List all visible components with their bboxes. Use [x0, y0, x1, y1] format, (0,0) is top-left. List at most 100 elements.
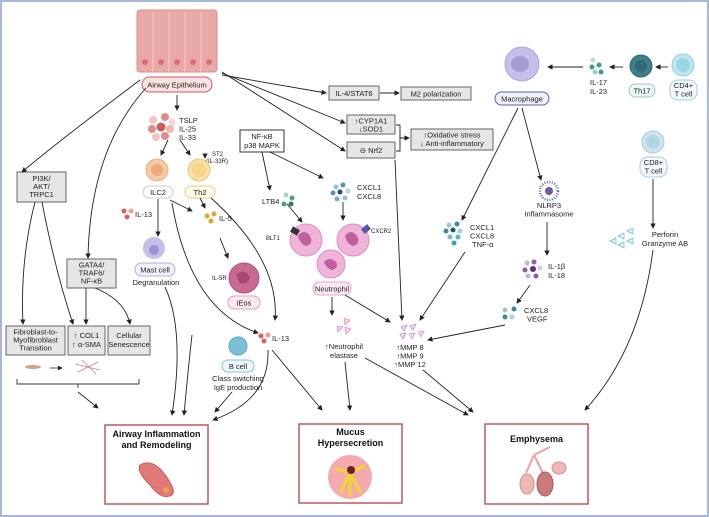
cyp-line-2: ↓SOD1 [359, 125, 383, 134]
cyp-box [346, 114, 396, 135]
cxcl-b-line-3: TNF-α [472, 240, 494, 249]
gata4-line-2: TRAF6/ [79, 269, 106, 278]
outcome-emphysema-label: Emphysema [510, 434, 564, 444]
senescence-line-1: Cellular [116, 331, 142, 340]
alveoli-icon [519, 446, 567, 497]
oxidative-line-2: ↓ Anti-inflammatory [420, 139, 484, 148]
pi3k-line-3: TRPC1 [29, 190, 54, 199]
blt1-label: BLT1 [266, 236, 281, 242]
col1-box [67, 325, 106, 356]
airway-tube-icon [138, 462, 174, 498]
col1-line-2: ↑ α-SMA [72, 340, 101, 349]
il5-label: IL-5 [219, 214, 232, 223]
ltb4-label: LTB4 [262, 197, 279, 206]
il5-dots-icon [204, 211, 217, 224]
il13-label-b: IL-13 [272, 334, 289, 343]
il13-label-a: IL-13 [135, 210, 152, 219]
pi3k-box [16, 171, 67, 203]
cxcr2-label: CXCR2 [371, 229, 392, 235]
outcome-emphysema-box [484, 423, 589, 505]
ilc2-label: ILC2 [150, 188, 166, 197]
cyp-line-1: ↑CYP1A1 [355, 117, 388, 126]
outcome-airway-line-1: Airway Inflammation [112, 429, 200, 439]
nfkb-line-1: NF-κB [251, 132, 272, 141]
cxcl-a-line-1: CXCL1 [357, 183, 381, 192]
il17-dots-icon [589, 57, 604, 75]
pi3k-line-2: AKT/ [33, 182, 51, 191]
epithelium-pill [141, 76, 213, 93]
neutrophil-cluster-icon [289, 223, 371, 279]
il13-dots-icon [121, 208, 134, 220]
fmt-line-3: Transition [19, 344, 52, 353]
ieos-label: iEos [237, 299, 252, 308]
bracket [16, 379, 140, 388]
il5r-label: IL-5R [212, 276, 227, 282]
il13-dots-icon-b [258, 332, 271, 344]
nlrp3-icon [538, 180, 560, 202]
cd4-line-1: CD4+ [674, 81, 694, 90]
col1-line-1: ↑ COL1 [74, 331, 99, 340]
senescence-line-2: Senescence [108, 340, 149, 349]
perforin-icon [609, 227, 634, 249]
nfkb-line-2: p38 MAPK [244, 141, 280, 150]
fibroblast-icon [25, 359, 101, 375]
senescence-box [107, 325, 151, 356]
b-cell-note-1: Class switching [212, 374, 264, 383]
macrophage-label: Macrophage [501, 95, 543, 104]
nlrp3-line-1: NLRP3 [537, 201, 561, 210]
nrf2-label: ⊖ Nrf2 [360, 146, 383, 155]
ltb4-dots-icon [281, 192, 295, 207]
gata4-line-1: GATA4/ [79, 261, 105, 270]
fmt-box [5, 325, 66, 356]
il4-stat6-box [328, 85, 380, 101]
mast-cell-note: Degranulation [133, 278, 180, 287]
mmp-line-1: ↑MMP 8 [396, 343, 423, 352]
il4-stat6-label: IL-4/STAT6 [335, 89, 372, 98]
mmp-line-3: ↑MMP 12 [394, 360, 426, 369]
epithelium-icon [136, 9, 218, 73]
b-cell-label: B cell [229, 362, 248, 371]
gata4-box [66, 258, 117, 289]
alarmin-il25: IL-25 [179, 125, 196, 134]
outcome-mucus-line-2: Hypersecretion [318, 438, 384, 448]
perforin-line-2: Granzyme AB [642, 239, 688, 248]
m2-label: M2 polarization [411, 90, 462, 99]
alarmin-il33: IL-33 [179, 133, 196, 142]
mmp-line-2: ↑MMP 9 [396, 352, 423, 361]
cxcl-a-line-2: CXCL8 [357, 192, 381, 201]
outcome-mucus-line-1: Mucus [336, 427, 365, 437]
alarmin-dots-icon [148, 113, 176, 141]
fmt-line-2: Myofibroblast [13, 336, 59, 345]
elastase-line-1: ↑Neutrophil [325, 342, 363, 351]
st2-sub-label: (IL-33R) [206, 159, 228, 165]
il1-dots-icon [522, 259, 543, 279]
nlrp3-line-2: Inflammasome [524, 210, 573, 219]
il17-line-1: IL-17 [590, 78, 607, 87]
gata4-line-3: NF-κB [81, 277, 102, 286]
fmt-line-1: Fibroblast-to- [13, 328, 58, 337]
mucus-gland-icon [328, 455, 372, 499]
cxcl-b-line-1: CXCL1 [470, 223, 494, 232]
nrf2-box [346, 141, 396, 159]
elastase-line-2: elastase [330, 351, 358, 360]
cxcl8-vegf-line-2: VEGF [527, 315, 548, 324]
b-cell-note-2: IgE production [214, 383, 262, 392]
perforin-line-1: Perforin [652, 230, 678, 239]
outcome-airway-line-2: and Remodeling [121, 440, 191, 450]
cxcl-b-line-2: CXCL8 [470, 232, 494, 241]
oxidative-box [410, 128, 494, 151]
neutrophil-label: Neutrophil [315, 285, 350, 294]
oxidative-line-1: ↑Oxidative stress [423, 131, 480, 140]
cxcl8-vegf-dots-icon [502, 306, 517, 320]
pathway-arrows [20, 64, 668, 422]
cxcl8-vegf-line-1: CXCL8 [524, 306, 548, 315]
cxcl-dots-icon [330, 182, 351, 202]
st2-label: ST2 [212, 152, 224, 158]
alarmin-tslp: TSLP [179, 116, 198, 125]
th2-label: Th2 [194, 188, 207, 197]
m2-box [400, 86, 472, 101]
elastase-icon [336, 317, 352, 335]
cd4-line-2: T cell [675, 90, 693, 99]
pi3k-line-1: PI3K/ [32, 174, 51, 183]
